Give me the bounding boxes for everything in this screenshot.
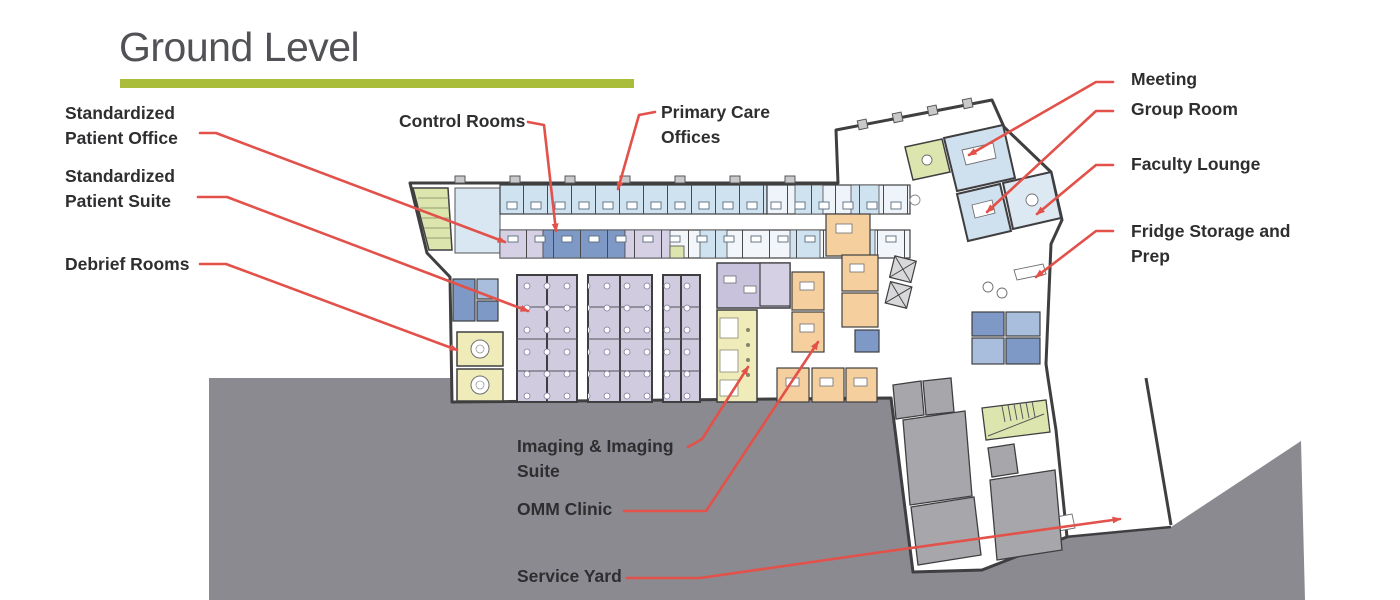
rooms-meeting-cluster <box>904 123 1063 243</box>
label-debrief-rooms: Debrief Rooms <box>65 254 190 274</box>
elevators <box>884 255 917 310</box>
service-yard-wall <box>1064 377 1173 539</box>
lobby-northwest <box>454 187 501 254</box>
service-wing <box>892 377 1063 566</box>
rooms-imaging <box>716 309 758 403</box>
title-underline-accent <box>120 79 634 88</box>
courtyard-parapet <box>454 97 974 184</box>
label-fridge-storage-and-prep: Fridge Storage and Prep <box>1131 221 1291 266</box>
leader-group-room <box>985 109 1115 214</box>
leader-service-yard <box>625 516 1122 580</box>
stair-northwest <box>412 187 453 251</box>
rooms-patient-suite <box>516 274 701 403</box>
leader-standardized-patient-suite <box>196 195 530 313</box>
label-control-rooms: Control Rooms <box>399 111 526 131</box>
rooms-right-blue <box>971 311 1041 365</box>
rooms-primary-care <box>499 184 911 215</box>
label-standardized-patient-office: Standardized Patient Office <box>65 103 178 148</box>
label-omm-clinic: OMM Clinic <box>517 499 613 519</box>
leader-omm-clinic <box>622 340 820 513</box>
label-standardized-patient-suite: Standardized Patient Suite <box>65 166 175 211</box>
label-service-yard: Service Yard <box>517 566 622 586</box>
label-faculty-lounge: Faculty Lounge <box>1131 154 1261 174</box>
page-title: Ground Level <box>119 24 360 70</box>
leader-primary-care-offices <box>616 110 657 191</box>
leader-fridge-storage <box>1034 229 1115 279</box>
leader-imaging-suite <box>686 365 750 449</box>
label-meeting: Meeting <box>1131 69 1198 89</box>
leader-faculty-lounge <box>1035 163 1115 216</box>
label-group-room: Group Room <box>1131 99 1238 119</box>
label-imaging-imaging-suite: Imaging & Imaging Suite <box>517 436 674 481</box>
leader-standardized-patient-office <box>198 131 507 244</box>
leader-debrief-rooms <box>198 262 459 352</box>
leader-meeting <box>967 80 1115 157</box>
rooms-debrief <box>456 331 504 402</box>
leader-control-rooms <box>526 120 559 233</box>
ground-shadow <box>209 378 1305 600</box>
label-primary-care-offices: Primary Care Offices <box>661 102 770 147</box>
